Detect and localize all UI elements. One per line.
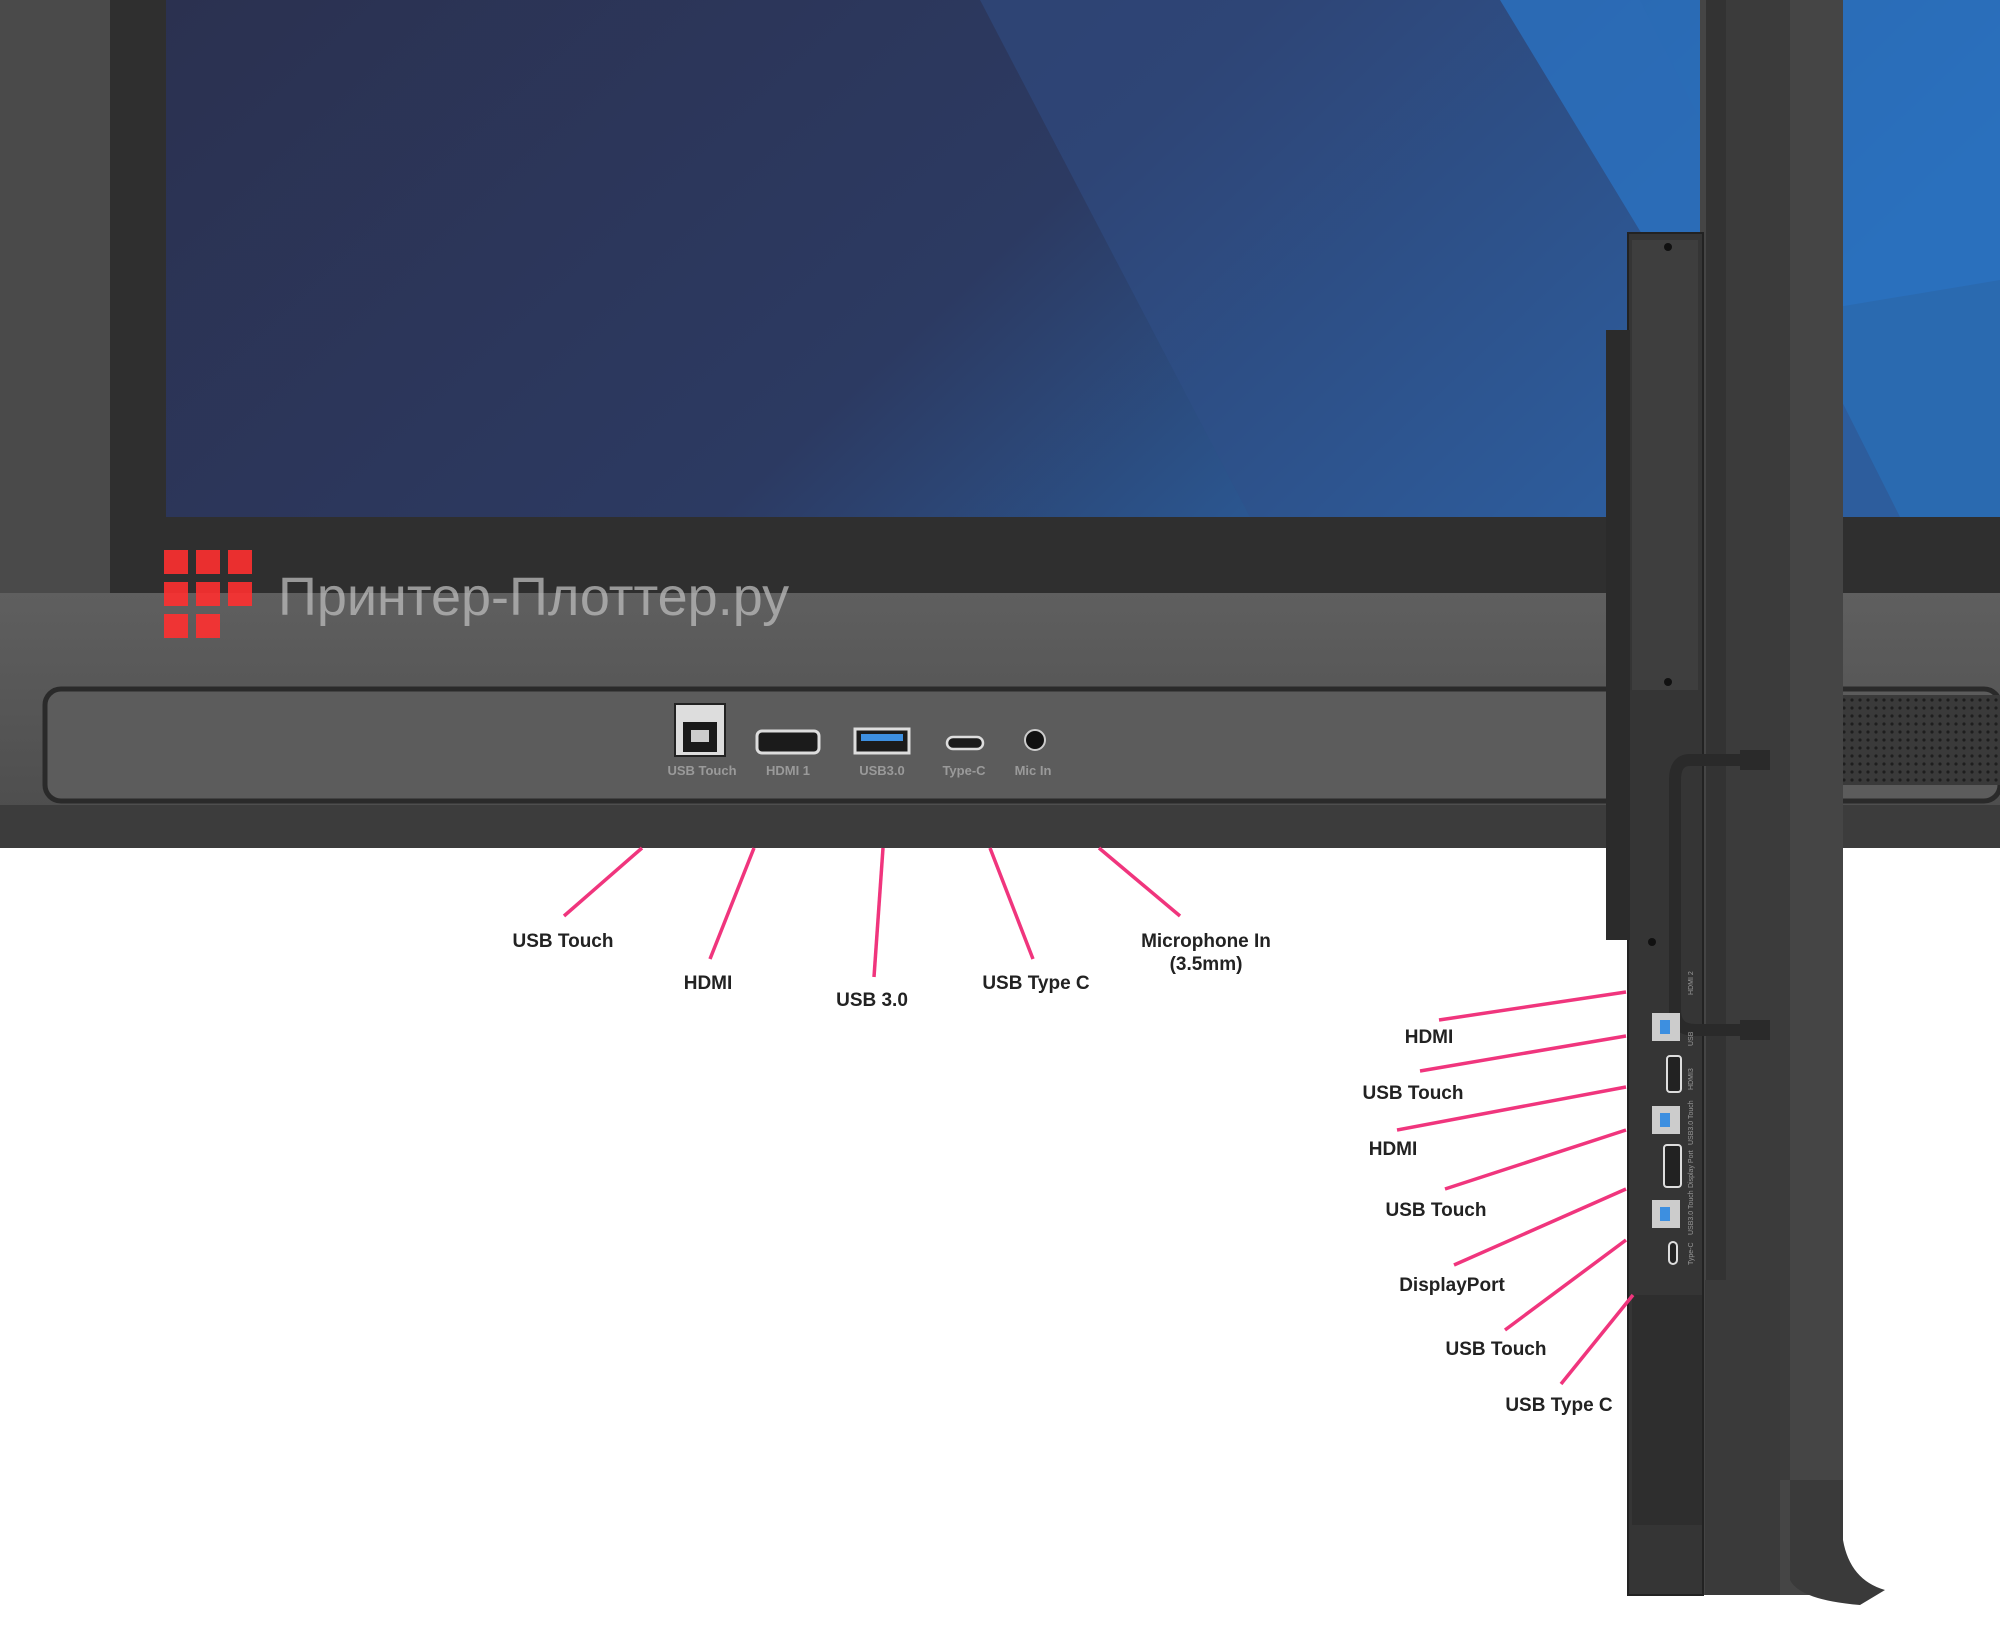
callout-label: USB Touch xyxy=(1446,1339,1547,1360)
callout-label: USB Touch xyxy=(1363,1083,1464,1104)
callout-label: USB Touch xyxy=(1386,1200,1487,1221)
callout-label: USB 3.0 xyxy=(836,990,908,1011)
speaker-grill xyxy=(1843,695,2000,785)
side-port-label: HDMI3 xyxy=(1688,1068,1695,1090)
hdmi-port-icon xyxy=(1666,1055,1682,1093)
usb3-port-icon xyxy=(853,727,911,755)
usb-c-port-icon xyxy=(945,735,985,751)
side-port-label: HDMI 2 xyxy=(1688,971,1695,995)
callout-label: HDMI xyxy=(684,973,733,994)
handle xyxy=(1669,754,1770,1036)
displayport-icon xyxy=(1663,1144,1682,1188)
callout-label: USB Type C xyxy=(982,973,1090,994)
callout-label: USB Type C xyxy=(1505,1395,1613,1416)
callout-label-sub: (3.5mm) xyxy=(1170,954,1243,975)
callout-label: DisplayPort xyxy=(1399,1275,1505,1296)
side-view: HDMI 2 USB HDMI3 USB3.0 Touch Display Po… xyxy=(1606,0,1885,1605)
port-tray xyxy=(42,686,2000,804)
port-label: USB Touch xyxy=(667,763,736,778)
front-callouts: USB Touch HDMI USB 3.0 USB Type C Microp… xyxy=(513,846,1271,1011)
side-port-label: USB xyxy=(1688,1031,1695,1046)
callout-label: HDMI xyxy=(1369,1139,1418,1160)
side-port-label: Type-C xyxy=(1688,1242,1695,1265)
watermark-text: Принтер-Плоттер.ру xyxy=(278,567,789,627)
side-port-label: USB3.0 Touch xyxy=(1688,1100,1695,1145)
port-label: Mic In xyxy=(1015,763,1052,778)
port-label: USB3.0 xyxy=(859,763,905,778)
usb-b-port-icon xyxy=(674,703,726,757)
hdmi-port-icon xyxy=(755,729,821,755)
mic-jack-icon xyxy=(1024,729,1046,751)
callout-label: HDMI xyxy=(1405,1027,1454,1048)
watermark-logo xyxy=(164,550,252,638)
side-callouts: HDMI USB Touch HDMI USB Touch DisplayPor… xyxy=(1363,990,1635,1416)
side-ports: HDMI 2 USB HDMI3 USB3.0 Touch Display Po… xyxy=(1652,971,1695,1265)
callout-label: Microphone In xyxy=(1141,931,1271,952)
port-label: HDMI 1 xyxy=(766,763,810,778)
side-port-label: USB3.0 Touch xyxy=(1688,1190,1695,1235)
side-port-label: Display Port xyxy=(1688,1150,1695,1188)
callout-label: USB Touch xyxy=(513,931,614,952)
front-ports: USB Touch HDMI 1 USB3.0 Type-C Mic In xyxy=(667,703,1052,778)
usb-c-port-icon xyxy=(1668,1241,1678,1265)
port-label: Type-C xyxy=(942,763,986,778)
